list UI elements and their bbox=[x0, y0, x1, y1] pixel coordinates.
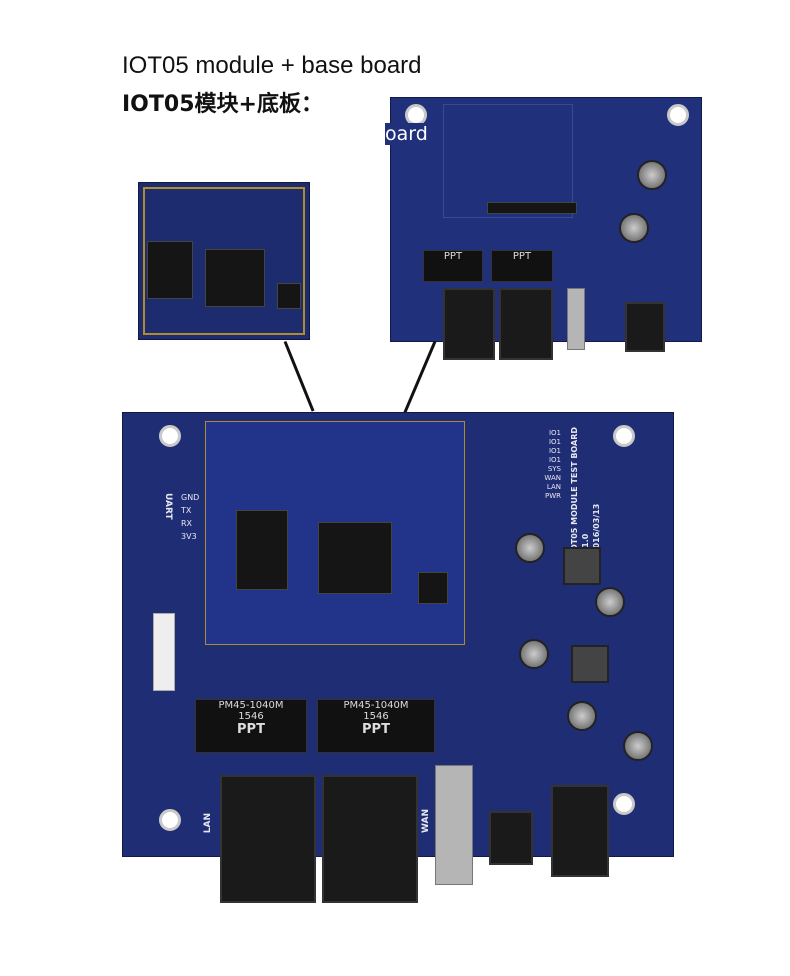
overlap-text: oard bbox=[385, 123, 428, 145]
pin-tx: TX bbox=[181, 506, 192, 515]
pin-gnd: GND bbox=[181, 493, 200, 502]
led-label: PWR bbox=[544, 492, 561, 500]
transformer-brand: PPT bbox=[362, 722, 390, 737]
led-label: IO1 bbox=[548, 456, 561, 464]
uart-label: UART bbox=[163, 493, 173, 520]
lan-jack bbox=[220, 775, 316, 903]
lan-label: LAN bbox=[203, 813, 213, 834]
connector-line bbox=[283, 340, 315, 412]
caption-english: IOT05 module + base board bbox=[122, 52, 422, 79]
led-label: IO1 bbox=[548, 447, 561, 455]
mounted-module bbox=[205, 421, 465, 645]
transformer-model: PM45-1040M bbox=[218, 700, 284, 711]
caption-chinese: IOT05模块+底板： bbox=[122, 92, 323, 117]
wan-jack bbox=[322, 775, 418, 903]
led-label: LAN bbox=[546, 483, 561, 491]
wan-label: WAN bbox=[421, 809, 431, 834]
module-photo bbox=[138, 182, 310, 340]
main-board-photo: UART GND TX RX 3V3 IO1 IO1 IO1 IO1 SYS W… bbox=[122, 412, 674, 885]
board-title: IOT05 MODULE TEST BOARD bbox=[570, 427, 579, 554]
connector-line bbox=[403, 340, 437, 414]
transformer-brand: PPT bbox=[237, 722, 265, 737]
transformer-model: PM45-1040M bbox=[343, 700, 409, 711]
led-label: IO1 bbox=[548, 438, 561, 446]
led-label: WAN bbox=[544, 474, 561, 482]
led-label: SYS bbox=[547, 465, 561, 473]
base-board-photo: oard PPT PPT bbox=[385, 97, 702, 360]
pin-3v3: 3V3 bbox=[181, 532, 197, 541]
transformer-code: 1546 bbox=[238, 711, 264, 722]
pin-rx: RX bbox=[181, 519, 193, 528]
led-label: IO1 bbox=[548, 429, 561, 437]
transformer-code: 1546 bbox=[363, 711, 389, 722]
